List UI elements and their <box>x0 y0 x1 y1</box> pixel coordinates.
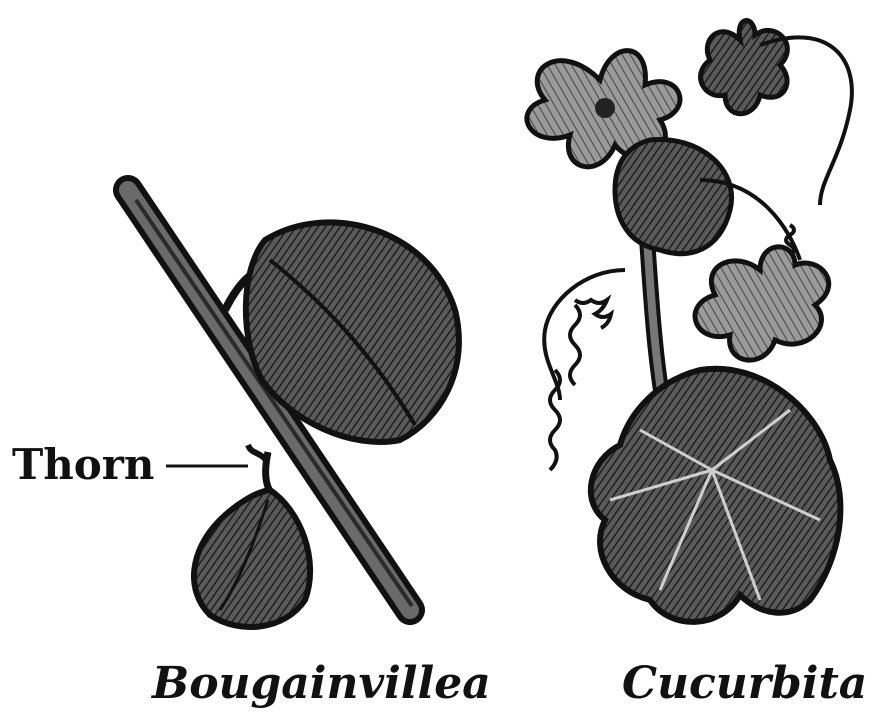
bougainvillea-plant <box>128 190 459 627</box>
thorn-label: Thorn <box>12 440 154 489</box>
cucurbita-plant <box>527 21 852 622</box>
cucurbita-caption: Cucurbita <box>622 658 867 709</box>
bougainvillea-caption: Bougainvillea <box>152 658 491 709</box>
